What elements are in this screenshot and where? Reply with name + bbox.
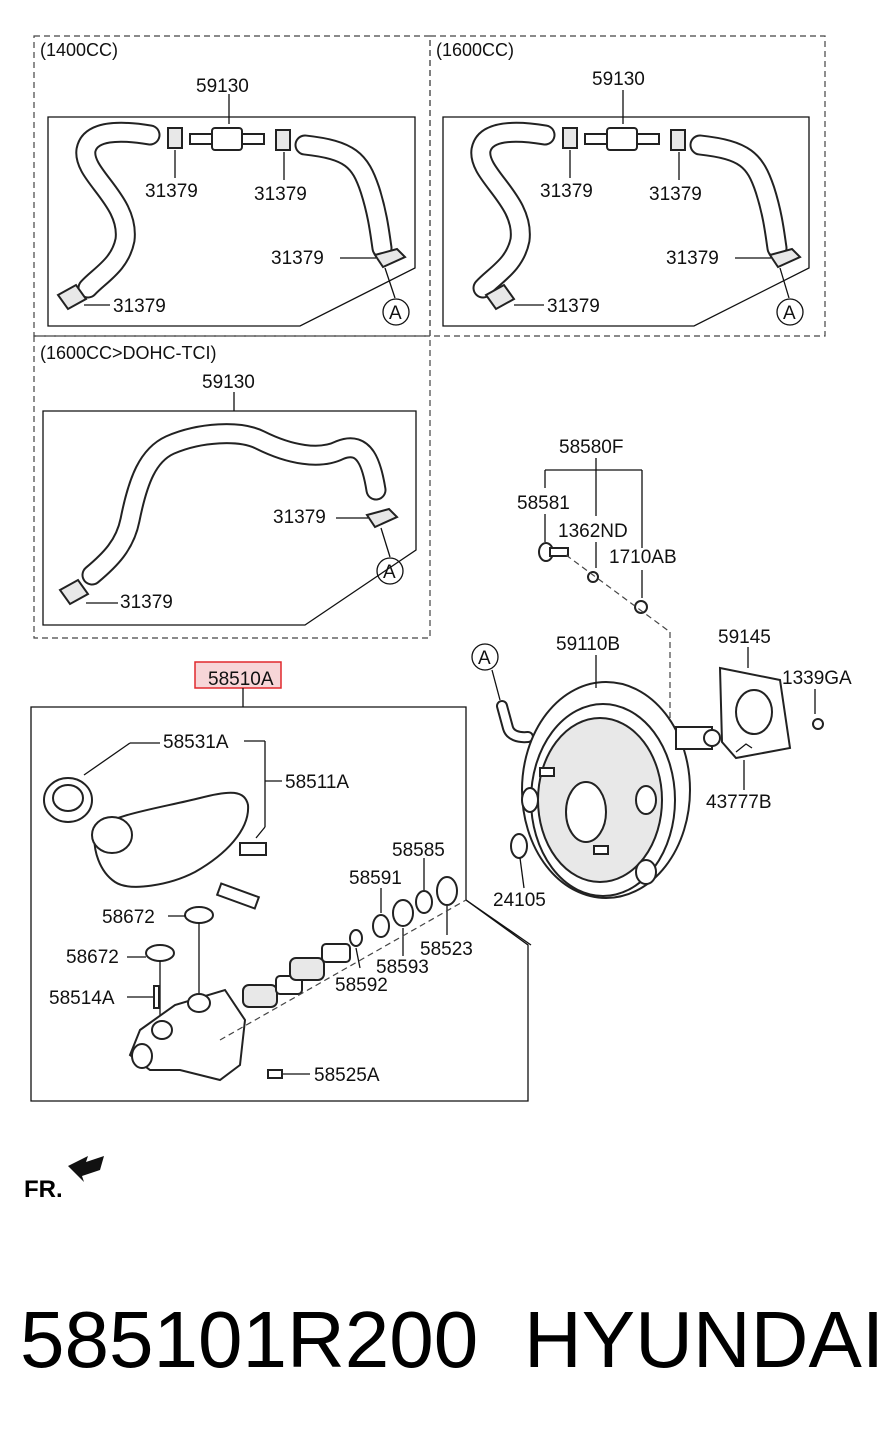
label-59130: 59130 — [196, 76, 249, 97]
label-59130-3: 59130 — [202, 372, 255, 393]
label-1362nd: 1362ND — [558, 521, 628, 542]
label-58581: 58581 — [517, 493, 570, 514]
front-direction-indicator: FR. — [24, 1156, 104, 1203]
label-connector-a-1: A — [389, 303, 402, 324]
front-label: FR. — [24, 1176, 63, 1203]
highlight-box — [194, 661, 282, 689]
label-1710ab: 1710AB — [609, 547, 677, 568]
label-connector-a-4: A — [478, 648, 491, 669]
label-59130-2: 59130 — [592, 69, 645, 90]
label-31379-i: 31379 — [273, 507, 326, 528]
section-frames — [33, 35, 826, 639]
section-label-1600cc: (1600CC) — [436, 40, 514, 60]
panel-1400cc: 59130 — [47, 76, 416, 327]
label-58514a: 58514A — [49, 988, 115, 1009]
footer-part-number: 585101R200 — [20, 1295, 478, 1384]
label-58531a: 58531A — [163, 732, 229, 753]
booster-assembly — [471, 458, 824, 899]
section-label-1600cc-dohc-tci: (1600CC>DOHC-TCI) — [40, 343, 217, 363]
label-58510a: 58510A — [208, 669, 274, 690]
panel-1600cc-dohc-tci: 59130 — [42, 372, 417, 626]
label-31379-b: 31379 — [254, 184, 307, 205]
label-31379-d: 31379 — [113, 296, 166, 317]
label-58585: 58585 — [392, 840, 445, 861]
label-58672-a: 58672 — [102, 907, 155, 928]
label-58592: 58592 — [335, 975, 388, 996]
label-31379-g: 31379 — [666, 248, 719, 269]
section-label-1400cc: (1400CC) — [40, 40, 118, 60]
label-24105: 24105 — [493, 890, 546, 911]
label-43777b: 43777B — [706, 792, 772, 813]
label-31379-j: 31379 — [120, 592, 173, 613]
panel-1600cc: 59130 — [442, 69, 810, 327]
label-58523: 58523 — [420, 939, 473, 960]
label-31379-c: 31379 — [271, 248, 324, 269]
label-31379-f: 31379 — [649, 184, 702, 205]
label-connector-a-2: A — [783, 303, 796, 324]
label-31379-a: 31379 — [145, 181, 198, 202]
label-31379-e: 31379 — [540, 181, 593, 202]
label-58525a: 58525A — [314, 1065, 380, 1086]
label-58593: 58593 — [376, 957, 429, 978]
master-cylinder-assembly — [30, 661, 532, 1102]
footer-brand: HYUNDAI — [524, 1295, 884, 1384]
label-58591: 58591 — [349, 868, 402, 889]
front-arrow-icon — [68, 1156, 104, 1182]
label-connector-a-3: A — [383, 562, 396, 583]
label-58511a: 58511A — [285, 772, 349, 793]
label-1339ga: 1339GA — [782, 668, 852, 689]
label-58672-b: 58672 — [66, 947, 119, 968]
label-31379-h: 31379 — [547, 296, 600, 317]
label-59110b: 59110B — [556, 634, 620, 655]
label-59145: 59145 — [718, 627, 771, 648]
label-58580f: 58580F — [559, 437, 623, 458]
